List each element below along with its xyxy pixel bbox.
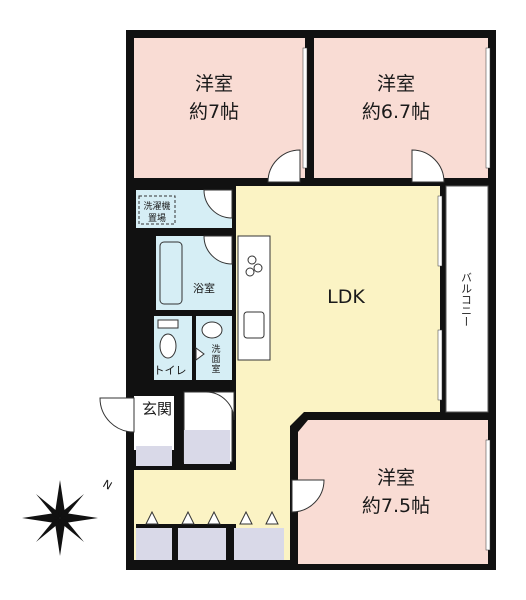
closet-door-2 — [181, 510, 195, 525]
closet-door-1 — [145, 510, 159, 525]
closet-door-3 — [207, 510, 221, 525]
closet-entrance — [136, 446, 172, 466]
toilet-bowl — [159, 333, 177, 359]
room-ne-size: 約6.7帖 — [362, 101, 430, 123]
room-nw-size: 約7帖 — [189, 101, 239, 123]
door-entrance — [99, 397, 135, 433]
closet-3 — [234, 528, 284, 560]
window-ne — [485, 47, 491, 169]
window-nw — [302, 47, 308, 169]
washroom-label-2: 面 — [211, 354, 220, 365]
door-bath — [203, 235, 233, 265]
wash-basin — [201, 321, 223, 339]
washroom-label-1: 洗 — [211, 343, 220, 355]
closet-2 — [178, 528, 226, 560]
laundry-box — [138, 195, 176, 225]
door-shoe — [205, 391, 235, 421]
window-se — [485, 439, 491, 551]
room-ne — [314, 38, 488, 178]
entrance-label: 玄関 — [142, 400, 172, 418]
room-se-size: 約7.5帖 — [362, 495, 430, 517]
kitchen-counter — [237, 235, 271, 361]
balcony-label: バルコニー — [460, 272, 473, 327]
closet-door-5 — [265, 510, 279, 525]
door-laundry — [203, 189, 233, 219]
washroom-label-3: 室 — [211, 363, 220, 375]
stove-burner-2 — [253, 263, 263, 273]
toilet-tank — [157, 319, 179, 329]
door-room-ne — [411, 149, 445, 183]
closet-1 — [136, 528, 172, 560]
closet-door-4 — [239, 510, 253, 525]
room-se-type: 洋室 — [377, 467, 415, 489]
bathtub — [159, 241, 183, 305]
entrance — [134, 396, 174, 450]
compass-north-label: N — [101, 477, 115, 492]
laundry-label-2: 置場 — [148, 212, 166, 224]
stove-burner-1 — [247, 255, 257, 265]
balcony — [445, 185, 489, 413]
compass-rose-icon — [22, 480, 98, 556]
bath-label: 浴室 — [193, 281, 215, 295]
room-ne-type: 洋室 — [377, 73, 415, 95]
toilet-label: トイレ — [154, 364, 187, 377]
ldk-label: LDK — [327, 286, 365, 308]
door-room-se — [291, 479, 325, 513]
closet-shoe — [184, 430, 230, 464]
kitchen-sink — [243, 311, 265, 339]
window-ldk-1 — [437, 195, 443, 267]
room-nw-type: 洋室 — [195, 73, 233, 95]
room-se — [298, 420, 488, 564]
room-nw — [134, 38, 305, 178]
laundry-label-1: 洗濯機 — [143, 200, 170, 212]
door-washroom-arrow — [195, 347, 205, 361]
stove-burner-3 — [245, 267, 255, 277]
door-room-nw — [267, 149, 301, 183]
window-ldk-2 — [437, 329, 443, 401]
